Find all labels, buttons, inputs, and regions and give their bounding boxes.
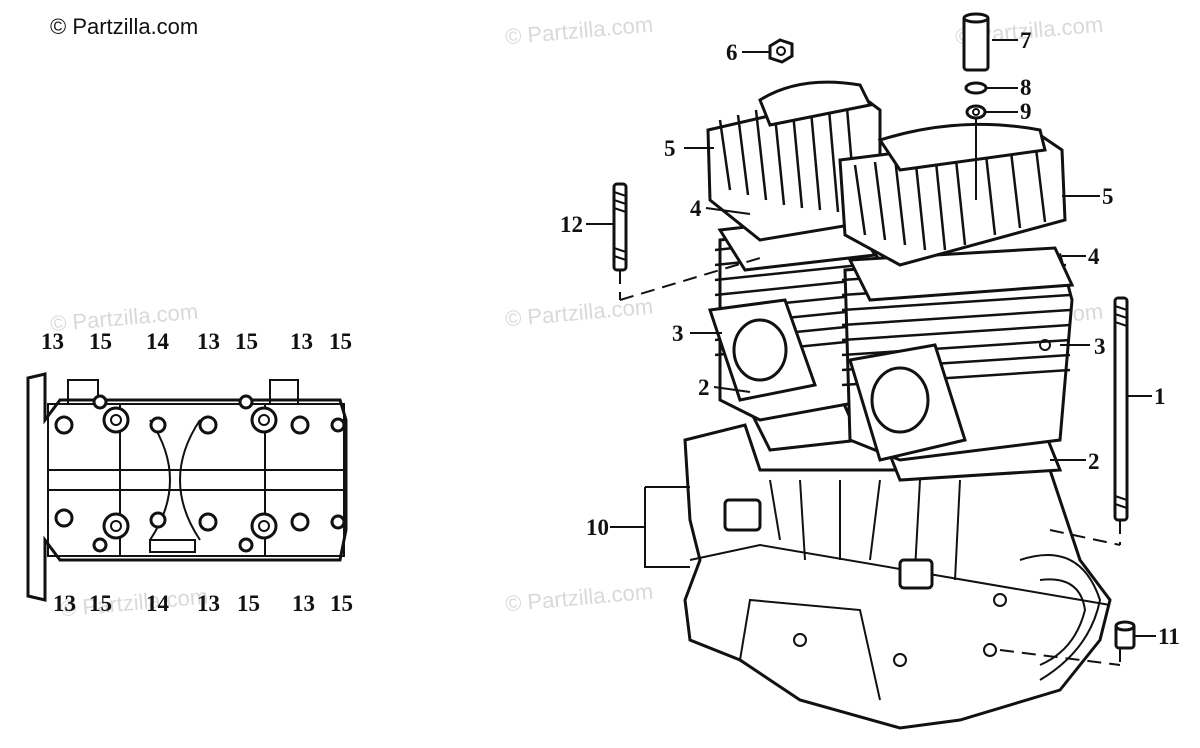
bottom-view-bottom-label: 15 [330, 591, 353, 616]
bottom-view-top-label: 15 [89, 329, 112, 354]
stud-12 [612, 182, 628, 272]
callout-5-left: 5 [664, 136, 676, 161]
callout-9: 9 [1020, 99, 1032, 124]
crankcase-bottom-view [26, 372, 348, 602]
bottom-view-top-label: 13 [41, 329, 64, 354]
cylinder-head-right [838, 122, 1067, 267]
washer-8 [964, 81, 988, 95]
callout-6: 6 [726, 40, 738, 65]
cylinder-head-left [706, 80, 882, 242]
callout-10: 10 [586, 515, 609, 540]
callout-11: 11 [1158, 624, 1180, 649]
bottom-view-top-label: 14 [146, 329, 169, 354]
bottom-view-top-label: 15 [235, 329, 258, 354]
bottom-view-top-label: 13 [197, 329, 220, 354]
bottom-view-bottom-label: 13 [197, 591, 220, 616]
callout-3-left: 3 [672, 321, 684, 346]
callout-3-right: 3 [1094, 334, 1106, 359]
bottom-view-bottom-label: 13 [292, 591, 315, 616]
leader-lines [586, 39, 1156, 666]
callout-4-left: 4 [690, 196, 702, 221]
bottom-view-bottom-label: 15 [89, 591, 112, 616]
callout-12: 12 [560, 212, 583, 237]
callout-1: 1 [1154, 384, 1166, 409]
stud-1 [1113, 296, 1129, 522]
washer-9 [965, 104, 987, 120]
cylinder-left [708, 223, 882, 422]
callout-2-right: 2 [1088, 449, 1100, 474]
callout-2-left: 2 [698, 375, 710, 400]
callout-7: 7 [1020, 28, 1032, 53]
copyright-notice: © Partzilla.com [50, 14, 199, 39]
callout-5-right: 5 [1102, 184, 1114, 209]
bottom-view-bottom-label: 15 [237, 591, 260, 616]
bottom-view-top-label: 13 [290, 329, 313, 354]
callout-8: 8 [1020, 75, 1032, 100]
bottom-view-bottom-label: 13 [53, 591, 76, 616]
cylinder-right [841, 253, 1074, 462]
bottom-view-bottom-label: 14 [146, 591, 169, 616]
callout-4-right: 4 [1088, 244, 1100, 269]
bottom-view-top-label: 15 [329, 329, 352, 354]
dowel-11 [1114, 620, 1136, 650]
spacer-7 [962, 12, 990, 72]
nut-6 [768, 38, 794, 64]
